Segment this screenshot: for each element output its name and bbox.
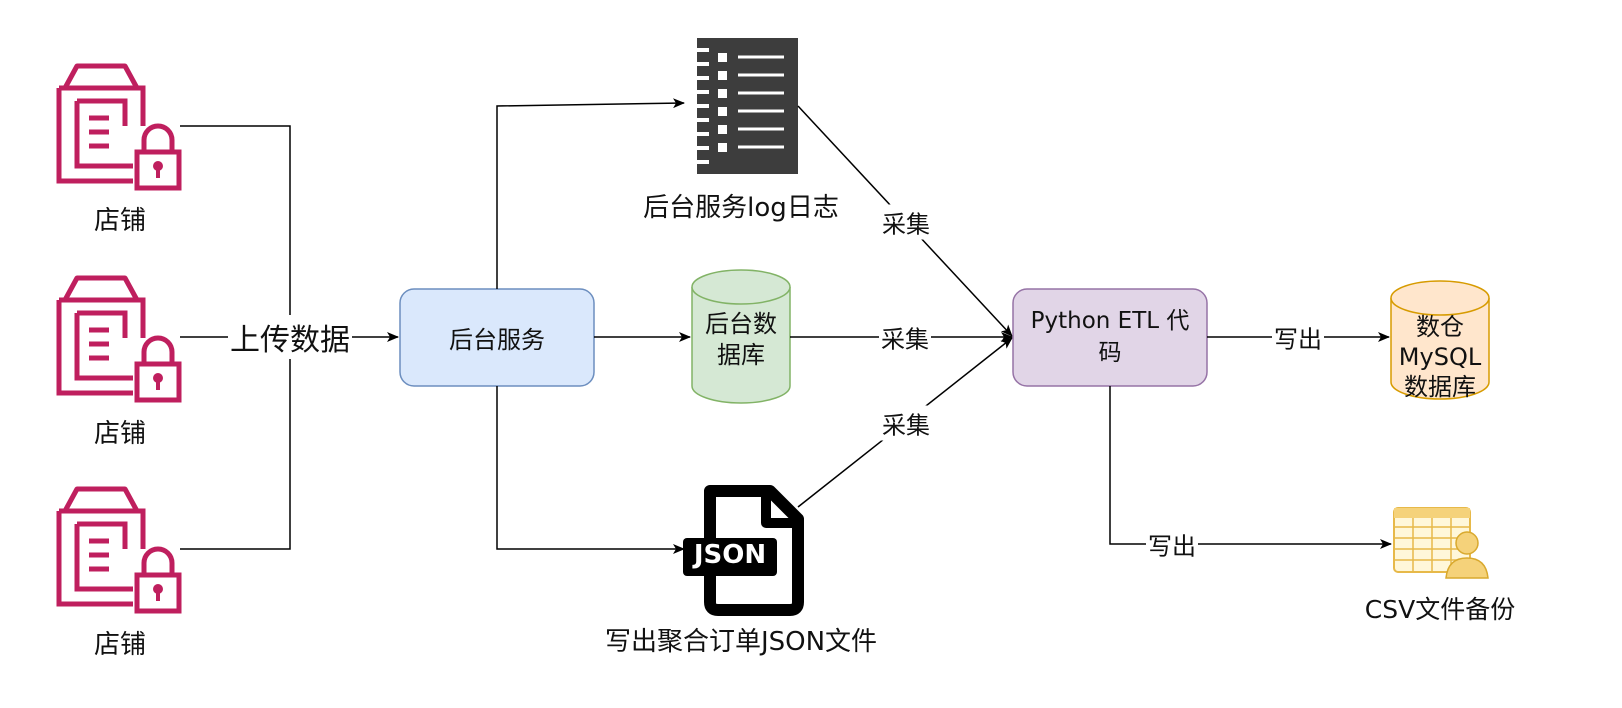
backend-db-label: 后台数 据库	[692, 300, 790, 380]
store-icon	[59, 489, 179, 611]
etl-label-line1: Python ETL 代	[1030, 308, 1190, 335]
log-label: 后台服务log日志	[643, 193, 839, 223]
json-file-label: 写出聚合订单JSON文件	[604, 627, 878, 657]
mysql-label-line3: 数据库	[1404, 373, 1476, 401]
backend-edges	[496, 98, 691, 554]
store-icon	[59, 66, 179, 188]
etl-label-line2: 码	[1098, 339, 1122, 366]
write-csv-edge-label: 写出	[1146, 526, 1198, 562]
mysql-label-line2: MySQL	[1398, 343, 1482, 371]
mysql-label-line1: 数仓	[1416, 313, 1464, 341]
store-label: 店铺	[93, 630, 147, 660]
collect-log-edge-label: 采集	[880, 204, 932, 240]
mysql-database-cylinder	[1390, 280, 1490, 400]
collect-db-edge-label: 采集	[879, 319, 931, 355]
mysql-label: 数仓 MySQL 数据库	[1386, 305, 1494, 409]
json-badge-text: JSON	[693, 540, 767, 570]
csv-label: CSV文件备份	[1364, 595, 1516, 624]
backend-db-label-line1: 后台数	[705, 309, 777, 338]
json-file-icon	[683, 485, 804, 616]
log-file-icon	[697, 38, 798, 174]
csv-file-icon	[1393, 507, 1489, 579]
backend-service-label: 后台服务	[449, 326, 545, 354]
collect-edges	[790, 105, 1013, 508]
store-icon	[59, 278, 179, 400]
backend-db-label-line2: 据库	[717, 341, 765, 369]
store-label: 店铺	[93, 419, 147, 449]
upload-edge-label: 上传数据	[228, 315, 352, 359]
etl-label: Python ETL 代 码	[1013, 289, 1207, 386]
write-mysql-edge-label: 写出	[1272, 319, 1324, 355]
store-label: 店铺	[93, 206, 147, 236]
collect-json-edge-label: 采集	[880, 405, 932, 441]
backend-database-cylinder	[691, 269, 791, 404]
